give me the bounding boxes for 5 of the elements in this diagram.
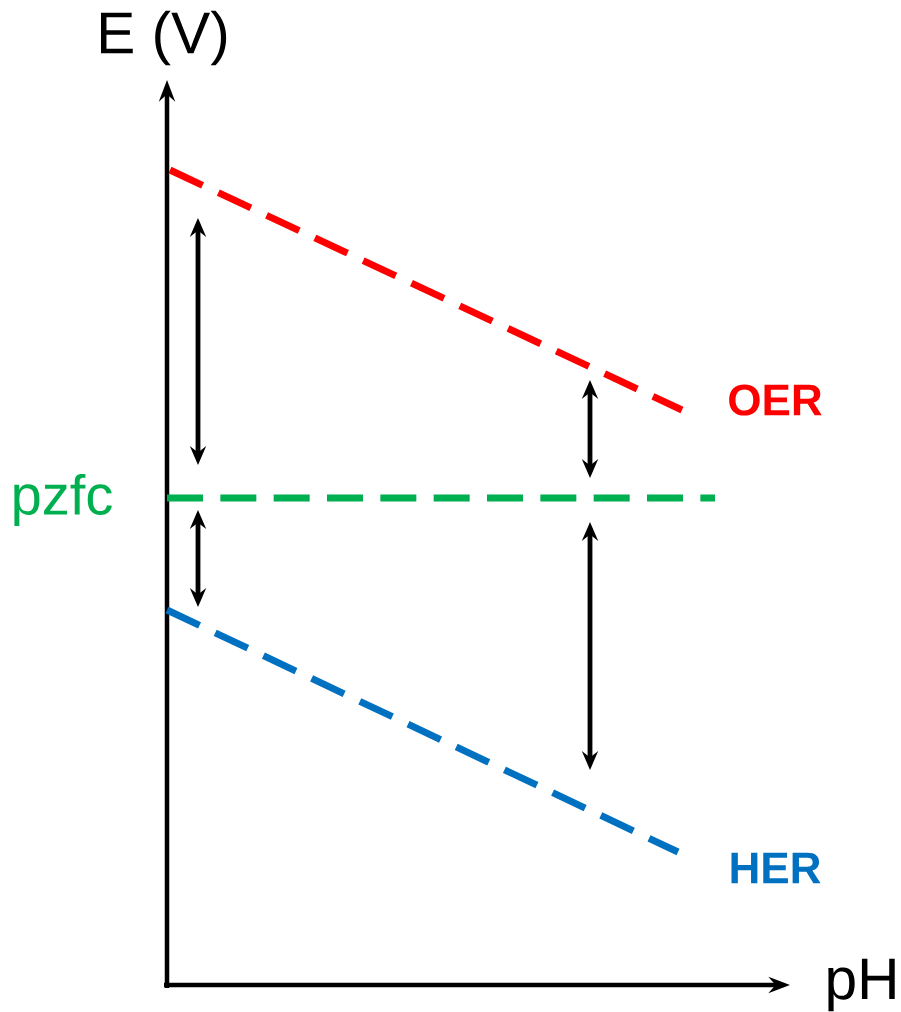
line-label: OER — [729, 384, 822, 416]
line-label: pzfc — [14, 473, 112, 527]
axis-label: E (V) — [101, 10, 227, 66]
axis-label: pH — [828, 958, 895, 1012]
line-label: HER — [731, 852, 821, 884]
